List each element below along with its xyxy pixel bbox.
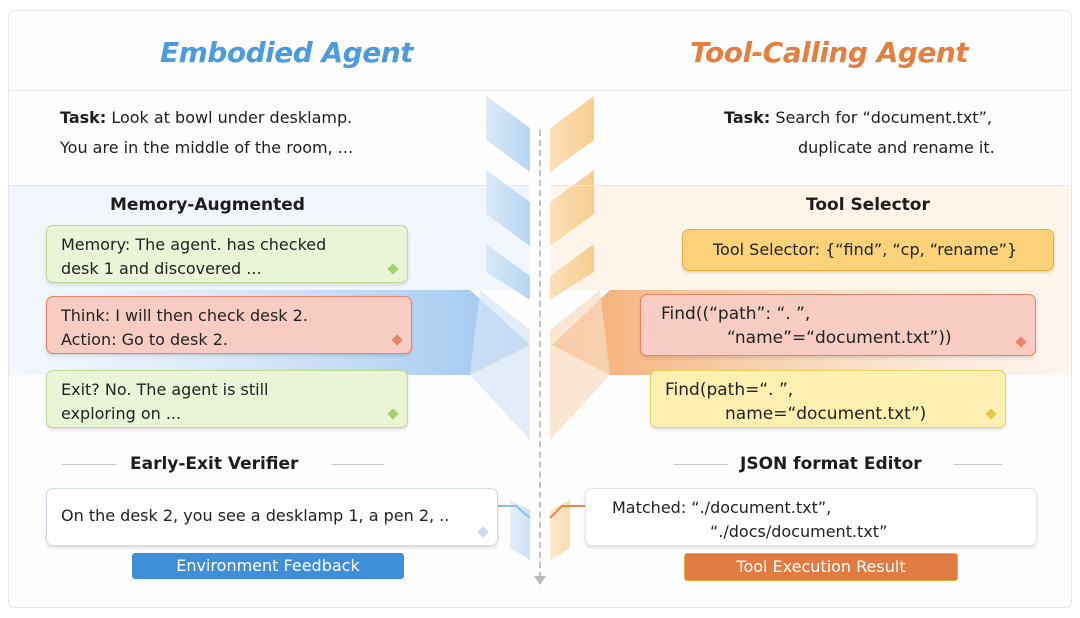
right-task-line2: duplicate and rename it.	[798, 138, 995, 157]
left-chevron-3	[486, 244, 530, 300]
title-divider	[9, 90, 1069, 91]
left-wedge	[470, 290, 530, 440]
find-fixed-line1: Find(path=“. ”,	[665, 380, 794, 400]
embodied-agent-title: Embodied Agent	[160, 36, 414, 69]
selector-card-text: Tool Selector: {“find”, “cp, “rename”}	[713, 240, 1018, 259]
left-heading-rule	[332, 464, 384, 465]
tool-execution-result-card: Matched: “./document.txt”, “./docs/docum…	[585, 488, 1037, 546]
find-card-line2: “name”=“document.txt”))	[727, 328, 952, 348]
left-task-divider	[9, 185, 529, 186]
right-connector	[549, 505, 585, 519]
think-action-card: Think: I will then check desk 2. Action:…	[46, 296, 412, 354]
environment-feedback-card: On the desk 2, you see a desklamp 1, a p…	[46, 488, 498, 546]
right-heading-rule	[954, 464, 1002, 465]
tool-calling-agent-title: Tool-Calling Agent	[690, 36, 969, 69]
right-task-label: Task:	[724, 108, 771, 127]
right-chevron-4	[550, 500, 570, 560]
json-format-editor-heading: JSON format Editor	[740, 454, 922, 474]
right-task-line1: Search for “document.txt”,	[775, 108, 992, 127]
memory-card-line1: Memory: The agent. has checked	[61, 235, 327, 254]
memory-card: Memory: The agent. has checked desk 1 an…	[46, 225, 408, 283]
right-task: Task: Search for “document.txt”, duplica…	[724, 103, 995, 163]
right-wedge	[550, 290, 610, 440]
right-chevron-3	[550, 244, 594, 300]
think-card-line2: Action: Go to desk 2.	[61, 330, 228, 349]
environment-feedback-label: Environment Feedback	[132, 553, 404, 579]
find-call-card: Find((“path”: “. ”, “name”=“document.txt…	[640, 294, 1036, 356]
right-task-divider	[551, 185, 1069, 186]
left-task-line1: Look at bowl under desklamp.	[111, 108, 353, 127]
left-chevron-1	[486, 96, 530, 172]
tool-selector-card: Tool Selector: {“find”, “cp, “rename”}	[682, 229, 1054, 271]
early-exit-verifier-heading: Early-Exit Verifier	[130, 454, 299, 474]
find-fixed-card: Find(path=“. ”, name=“document.txt”)	[650, 370, 1006, 428]
left-heading-rule	[62, 464, 116, 465]
tool-execution-result-label: Tool Execution Result	[684, 553, 958, 581]
tool-selector-heading: Tool Selector	[806, 195, 930, 215]
feedback-card-text: On the desk 2, you see a desklamp 1, a p…	[61, 506, 450, 525]
exit-card-line2: exploring on ...	[61, 404, 182, 423]
left-task-line2: You are in the middle of the room, ...	[60, 138, 354, 157]
result-card-line1: Matched: “./document.txt”,	[612, 498, 832, 517]
left-task-label: Task:	[60, 108, 107, 127]
right-heading-rule	[674, 464, 728, 465]
center-axis-arrowhead	[534, 576, 546, 585]
right-chevron-1	[550, 96, 594, 172]
left-task: Task: Look at bowl under desklamp. You a…	[60, 103, 353, 163]
exit-card-line1: Exit? No. The agent is still	[61, 380, 269, 399]
center-dashed-axis	[539, 130, 541, 578]
find-fixed-line2: name=“document.txt”)	[725, 404, 927, 424]
left-chevron-2	[486, 170, 530, 246]
exit-check-card: Exit? No. The agent is still exploring o…	[46, 370, 408, 428]
think-card-line1: Think: I will then check desk 2.	[61, 306, 308, 325]
result-card-line2: “./docs/document.txt”	[710, 522, 888, 541]
memory-card-line2: desk 1 and discovered ...	[61, 259, 262, 278]
find-card-line1: Find((“path”: “. ”,	[661, 304, 811, 324]
memory-augmented-heading: Memory-Augmented	[110, 195, 305, 215]
right-chevron-2	[550, 170, 594, 246]
